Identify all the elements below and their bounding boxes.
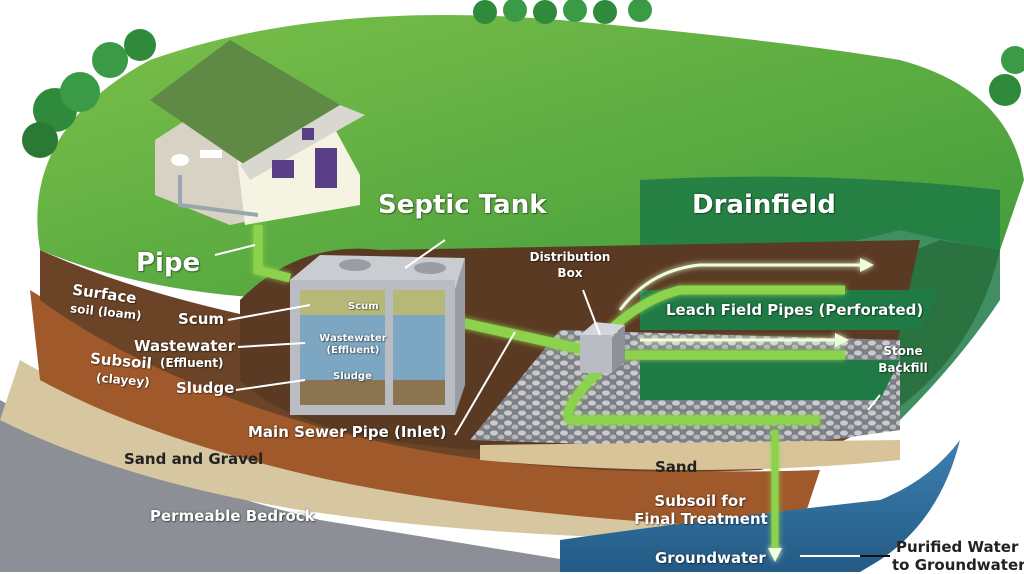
tank-effluent-label: (Effluent) bbox=[326, 345, 380, 356]
outlet-pipe bbox=[448, 315, 587, 355]
septic-tank-label: Septic Tank bbox=[378, 190, 547, 220]
house bbox=[150, 40, 365, 225]
flow-arrow-top bbox=[618, 263, 860, 311]
tank-scum-label: Scum bbox=[348, 301, 379, 312]
arrow-head-icon bbox=[860, 258, 874, 272]
toilet-icon bbox=[171, 154, 189, 166]
groundwater-label: Groundwater bbox=[655, 549, 766, 567]
stone-backfill-label-1: Stone bbox=[883, 344, 923, 358]
leader-lines bbox=[214, 239, 881, 557]
distribution-box-label-1: Distribution bbox=[529, 250, 611, 264]
scum-label: Scum bbox=[178, 310, 225, 328]
arrow-head-icon bbox=[835, 333, 849, 347]
arrow-head-icon bbox=[768, 548, 782, 562]
stone-backfill-label-2: Backfill bbox=[878, 361, 928, 375]
sludge-label: Sludge bbox=[176, 379, 235, 397]
sand-gravel-label: Sand and Gravel bbox=[124, 450, 264, 468]
sink-icon bbox=[200, 150, 222, 158]
distribution-box bbox=[580, 322, 625, 373]
purified-water-label-2: to Groundwater bbox=[892, 556, 1024, 574]
effluent-label: (Effluent) bbox=[160, 356, 224, 370]
septic-tank bbox=[290, 255, 465, 415]
main-sewer-pipe-label: Main Sewer Pipe (Inlet) bbox=[248, 423, 447, 441]
tank-wastewater-label: Wastewater bbox=[319, 333, 387, 344]
leach-pipe-3 bbox=[563, 366, 820, 425]
permeable-bedrock-label: Permeable Bedrock bbox=[150, 507, 315, 525]
groundwater-layer bbox=[560, 440, 960, 572]
bedrock-layer bbox=[0, 400, 640, 572]
distribution-box-label-2: Box bbox=[557, 266, 583, 280]
trench-mid bbox=[640, 360, 900, 400]
drainfield-label: Drainfield bbox=[692, 190, 836, 220]
subsoil-final-label-2: Final Treatment bbox=[634, 510, 768, 528]
sand-label: Sand bbox=[655, 458, 698, 476]
trees bbox=[22, 0, 1024, 158]
window-icon bbox=[272, 160, 294, 178]
door-icon bbox=[315, 148, 337, 188]
purified-water-label-1: Purified Water bbox=[896, 538, 1019, 556]
leach-field-pipes-label: Leach Field Pipes (Perforated) bbox=[666, 301, 924, 319]
subsoil-final-label-1: Subsoil for bbox=[654, 492, 746, 510]
trench-top bbox=[640, 290, 940, 330]
house-pipe bbox=[253, 225, 292, 283]
tank-sludge-label: Sludge bbox=[333, 371, 372, 382]
wastewater-label: Wastewater bbox=[134, 337, 236, 355]
sand-band bbox=[480, 440, 900, 470]
pipe-label: Pipe bbox=[136, 248, 201, 278]
